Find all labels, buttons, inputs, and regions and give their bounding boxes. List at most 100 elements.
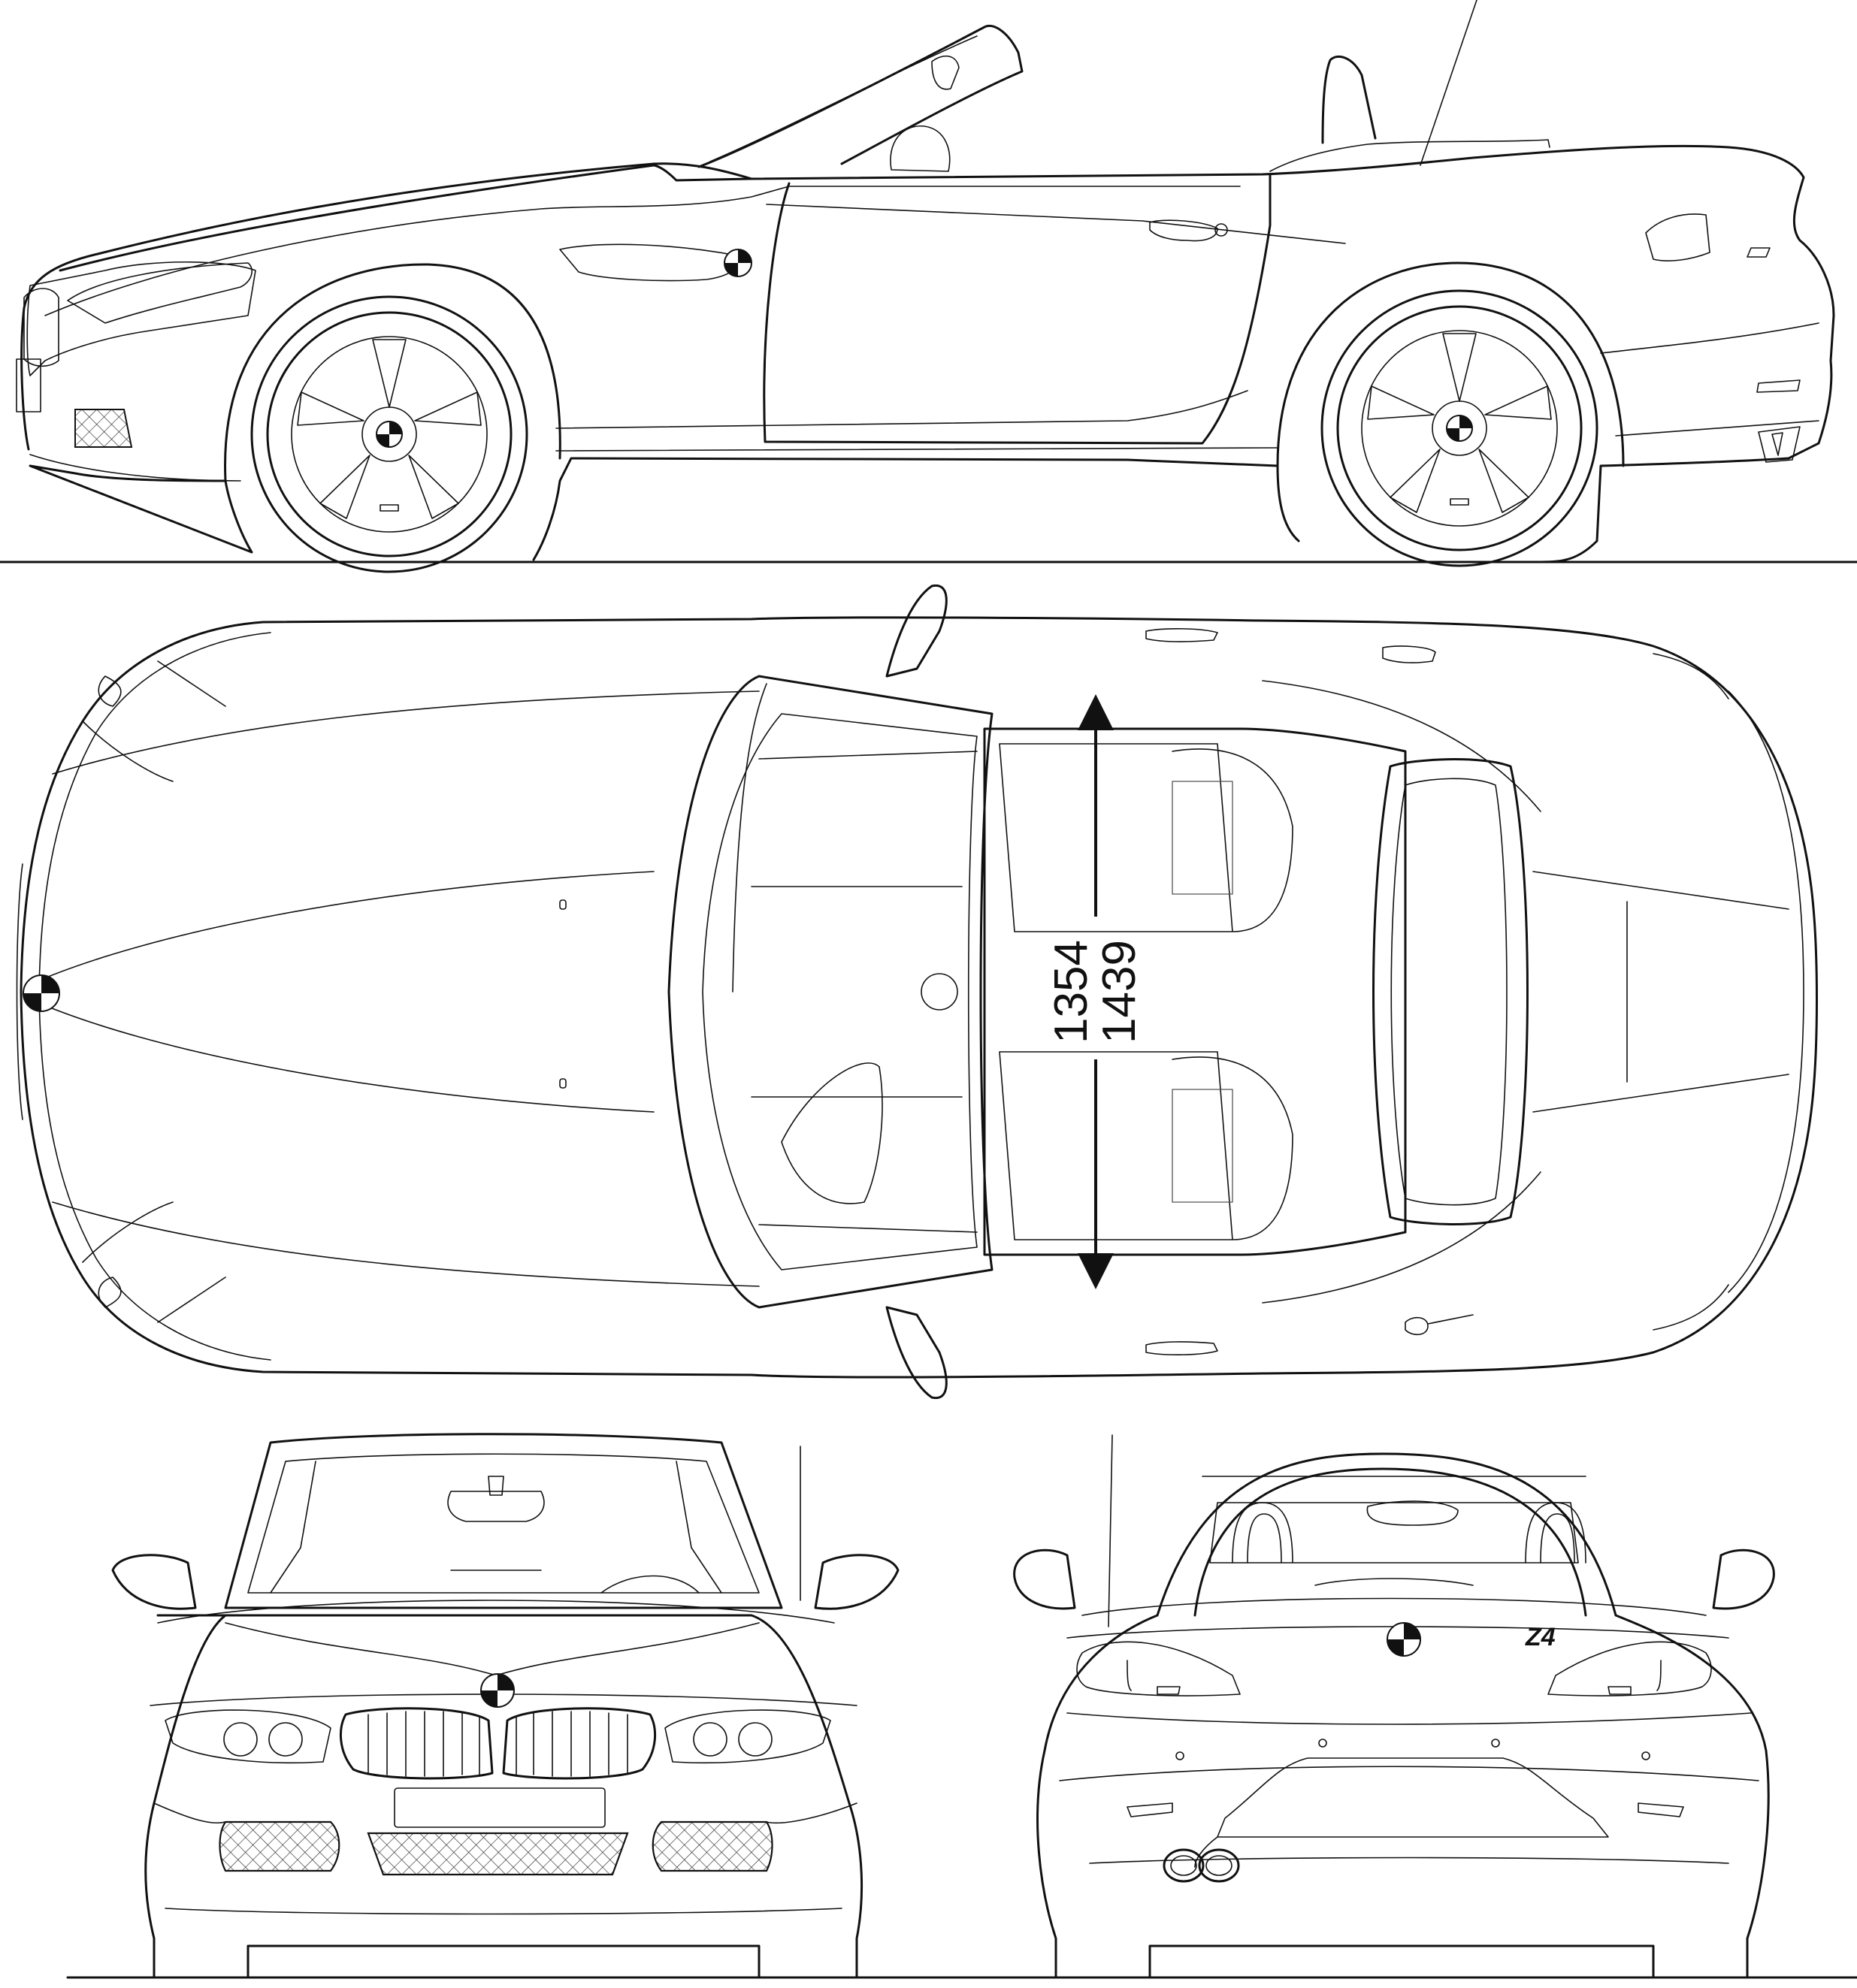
rear-trunk-logo-quarters	[1387, 1623, 1420, 1656]
side-front-plate	[16, 358, 41, 412]
top-hood-line-1	[52, 690, 760, 775]
rear-exhaust	[1163, 1848, 1240, 1883]
top-antenna	[1405, 1314, 1474, 1336]
top-cockpit	[983, 727, 1407, 1256]
side-rear-bumper	[1600, 322, 1819, 437]
top-door-handle-left	[1145, 628, 1218, 642]
top-body-inner	[38, 632, 271, 1361]
top-rear-lights	[1653, 653, 1729, 1331]
side-front-grille	[23, 288, 59, 367]
top-headlight-lower	[98, 1276, 122, 1308]
top-shifter	[921, 973, 958, 1011]
rear-diffuser	[1089, 1836, 1729, 1868]
front-rearview-mirror	[447, 1476, 545, 1522]
rear-antenna	[1108, 1434, 1113, 1627]
side-rear-reflector	[1747, 247, 1771, 258]
top-washer-1	[559, 899, 567, 910]
front-windshield-glass	[247, 1453, 760, 1594]
side-shoulder-line	[44, 186, 1241, 316]
side-front-lip	[29, 454, 241, 482]
front-view	[66, 1433, 1857, 1979]
side-rear-wheel	[1320, 289, 1598, 567]
side-lower-line	[555, 390, 1248, 429]
top-body-outline	[20, 616, 1818, 1379]
side-front-arch	[224, 263, 561, 482]
top-headlight-upper	[98, 675, 122, 707]
top-mirror-left	[885, 584, 948, 678]
rear-taillight-left-lens	[1127, 1660, 1181, 1695]
side-door-handle	[1149, 219, 1218, 242]
top-hood-crease-upper	[29, 871, 655, 985]
top-hood-crease-lower	[29, 999, 655, 1113]
front-grille-bars	[367, 1711, 628, 1777]
top-hood-edge-lower	[82, 1201, 226, 1323]
side-mirror	[931, 55, 960, 90]
rear-rollhoop-left	[1232, 1502, 1293, 1564]
rear-reflector-left	[1127, 1802, 1173, 1817]
rear-taillight-left	[1076, 1641, 1241, 1696]
front-headlight-right	[664, 1709, 831, 1764]
top-hood-line-2	[52, 1201, 760, 1287]
side-side-marker	[1756, 379, 1801, 393]
top-mirror-right	[885, 1306, 948, 1400]
front-windshield-frame	[224, 1433, 783, 1609]
rear-taillight-right-lens	[1607, 1660, 1662, 1695]
dimension-inner-width: 1354	[1045, 940, 1097, 1044]
top-hood-edge-upper	[82, 660, 226, 782]
front-headlight-right-lamp-1	[738, 1722, 773, 1757]
side-view	[0, 0, 1857, 573]
top-dashboard	[751, 751, 978, 1233]
top-rear-deck-inner	[1390, 778, 1508, 1206]
front-lower-intake	[367, 1832, 629, 1876]
rear-sensor-2	[1318, 1739, 1327, 1748]
side-exhaust	[1758, 426, 1801, 463]
front-fog-intake-left	[219, 1820, 340, 1872]
side-body-outline	[20, 144, 1835, 563]
front-headlight-left	[165, 1709, 331, 1764]
front-headlight-right-lamp-2	[693, 1722, 727, 1757]
side-sill-line	[555, 447, 1278, 452]
side-headlight	[67, 262, 253, 324]
side-front-hub-logo-quarters	[377, 421, 402, 447]
side-antenna	[1420, 0, 1477, 166]
front-headlight-left-lamp-2	[268, 1722, 303, 1757]
front-license-plate	[394, 1787, 606, 1828]
front-headlight-left-lamp-1	[223, 1722, 258, 1757]
side-rear-arch	[1276, 261, 1625, 467]
side-rollbar-rear	[1321, 56, 1377, 144]
side-front-vent	[74, 409, 133, 448]
top-view: 1354 1439	[16, 584, 1818, 1400]
rear-taillight-right	[1547, 1641, 1712, 1696]
front-cabin-lines	[270, 1461, 722, 1594]
rear-interior-mirror	[1366, 1500, 1459, 1526]
rear-model-badge: Z4	[1525, 1623, 1556, 1651]
front-bumper-lines	[153, 1802, 857, 1915]
top-rear-lines	[1262, 680, 1789, 1304]
rear-rollbar	[1193, 1467, 1587, 1617]
top-rear-deck-panel	[1372, 758, 1529, 1225]
side-door	[763, 173, 1272, 445]
side-fender-logo-quarters	[724, 249, 752, 276]
rear-mirror-right	[1712, 1548, 1775, 1610]
top-windshield-glass	[702, 713, 978, 1270]
top-windshield-frame	[667, 675, 994, 1309]
front-hood-lines	[150, 1600, 857, 1706]
top-hood-logo-quarters	[23, 975, 59, 1011]
top-fuel-door	[1382, 645, 1436, 663]
rear-mirror-left	[1013, 1548, 1076, 1610]
rear-sensor-1	[1175, 1751, 1184, 1760]
side-taillight	[1645, 213, 1710, 261]
side-hood-line	[59, 164, 753, 272]
side-windshield-inner	[709, 35, 978, 162]
top-seat-left	[999, 743, 1293, 932]
side-front-fascia	[26, 261, 256, 376]
front-kidney-grille-right	[502, 1707, 657, 1780]
front-hood-logo-quarters	[481, 1674, 514, 1707]
rear-view: Z4	[1013, 1434, 1775, 1979]
rear-rollhoop-right	[1525, 1502, 1586, 1564]
side-beltline	[766, 204, 1346, 244]
top-seat-right	[999, 1051, 1293, 1240]
rear-deck-lines	[1066, 1578, 1729, 1639]
front-body-outline	[144, 1614, 863, 1979]
top-door-handle-right	[1145, 1341, 1218, 1355]
